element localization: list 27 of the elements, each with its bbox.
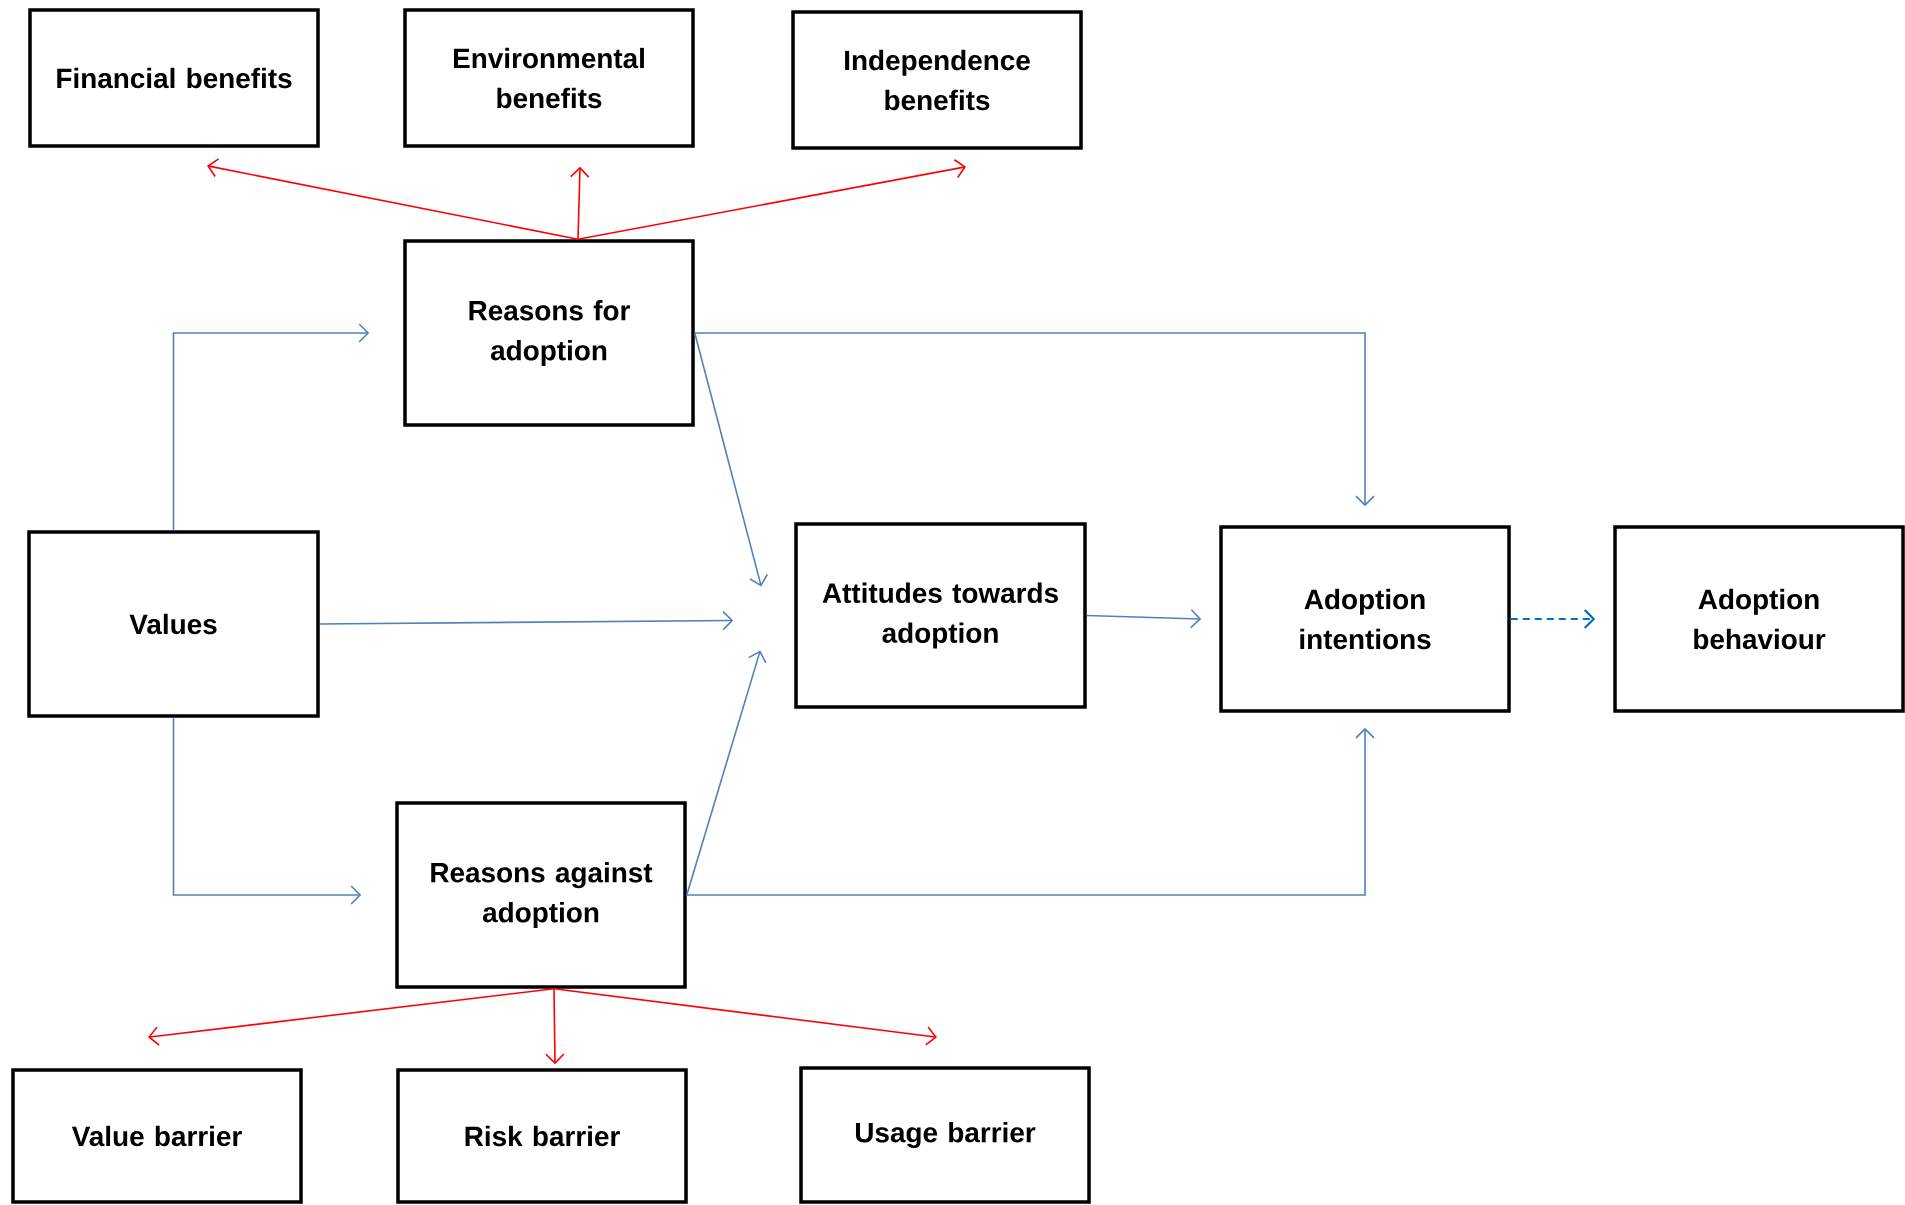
box: Reasons for adoption: [403, 239, 695, 427]
arrow: [1085, 608, 1202, 629]
arrow: [693, 332, 1375, 507]
arrow: [545, 987, 565, 1065]
arrow: [685, 650, 767, 896]
arrow: [693, 332, 769, 587]
box: Independence benefits: [791, 10, 1083, 150]
box: Financial benefits: [28, 8, 320, 148]
box: Values: [27, 530, 320, 718]
arrow: [148, 987, 555, 1046]
arrow: [207, 158, 579, 241]
arrow: [577, 158, 966, 241]
arrow: [569, 166, 590, 241]
box: Adoption intentions: [1219, 525, 1511, 713]
arrow: [685, 727, 1375, 896]
box: Usage barrier: [799, 1066, 1091, 1204]
arrow: [553, 987, 937, 1046]
box: Risk barrier: [396, 1068, 688, 1204]
box: Environmental benefits: [403, 8, 695, 148]
arrow: [318, 610, 734, 631]
box: Value barrier: [11, 1068, 303, 1204]
arrow: [172, 323, 370, 532]
box: Attitudes towards adoption: [794, 522, 1087, 709]
arrow: [172, 716, 362, 905]
box: Reasons against adoption: [395, 801, 687, 989]
arrow: [1510, 609, 1596, 629]
box: Adoption behaviour: [1613, 525, 1905, 713]
